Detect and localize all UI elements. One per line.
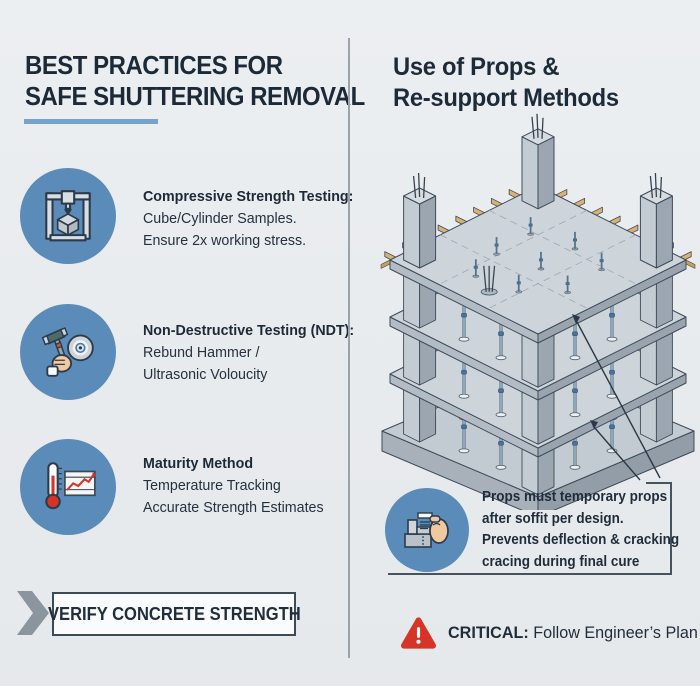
callout-line1: Props must temporary props [482, 489, 668, 505]
item1-line1: Cube/Cylinder Samples. [143, 210, 297, 227]
item2-line2: Ultrasonic Voloucity [143, 366, 268, 383]
callout-text: Props must temporary props after soffit … [482, 487, 679, 573]
prop-install-hand-icon [404, 512, 449, 548]
props-structure-illustration [380, 113, 696, 510]
verify-strength-banner: VERIFY CONCRETE STRENGTH [48, 592, 300, 636]
item2-line1: Rebund Hammer / [143, 344, 260, 361]
right-section-title: Use of Props & Re-support Methods [393, 52, 619, 114]
callout-line3: Prevents deflection & cracking [482, 532, 680, 548]
rebound-hammer-icon [41, 327, 94, 377]
callout-corner-tick [646, 482, 672, 484]
item1-line2: Ensure 2x working stress. [143, 232, 307, 249]
callout-box [388, 482, 672, 575]
item2-icon-circle [20, 304, 116, 400]
item3-line1: Temperature Tracking [143, 477, 281, 494]
item3-text: Maturity Method Temperature Tracking Acc… [143, 453, 324, 519]
warning-triangle-icon [400, 617, 437, 649]
item3-line2: Accurate Strength Estimates [143, 499, 324, 516]
critical-message: Follow Engineer’s Plan [533, 623, 698, 642]
column-divider [348, 38, 350, 658]
critical-text: CRITICAL: Follow Engineer’s Plan [448, 623, 698, 643]
critical-warning-row: CRITICAL: Follow Engineer’s Plan [400, 616, 700, 650]
callout-icon-circle [385, 488, 469, 572]
page-title-line2: SAFE SHUTTERING REMOVAL [25, 81, 365, 111]
item3-icon-circle [20, 439, 116, 535]
callout-line4: cracing during final cure [482, 553, 640, 570]
columns-above-slab [403, 113, 673, 269]
chevron-right-icon [17, 591, 49, 635]
verify-strength-label: VERIFY CONCRETE STRENGTH [47, 603, 301, 624]
item2-text: Non-Destructive Testing (NDT): Rebund Ha… [143, 320, 354, 386]
item1-text: Compressive Strength Testing: Cube/Cylin… [143, 186, 353, 252]
item1-icon-circle [20, 168, 116, 264]
right-title-line2: Re-support Methods [393, 84, 619, 112]
title-accent-bar [24, 119, 158, 124]
top-slab-details [438, 210, 638, 310]
top-slab [389, 185, 687, 344]
item2-title: Non-Destructive Testing (NDT): [143, 322, 355, 339]
compression-test-icon [45, 190, 91, 242]
page-title-line1: BEST PRACTICES FOR [25, 50, 283, 80]
page-title: BEST PRACTICES FOR SAFE SHUTTERING REMOV… [25, 50, 365, 112]
item1-title: Compressive Strength Testing: [143, 188, 354, 205]
item3-title: Maturity Method [143, 455, 254, 472]
right-title-line1: Use of Props & [393, 53, 560, 81]
critical-label: CRITICAL: [448, 623, 529, 642]
annotation-arrows [572, 314, 661, 481]
callout-line2: after soffit per design. [482, 510, 624, 527]
maturity-thermometer-icon [45, 462, 97, 510]
